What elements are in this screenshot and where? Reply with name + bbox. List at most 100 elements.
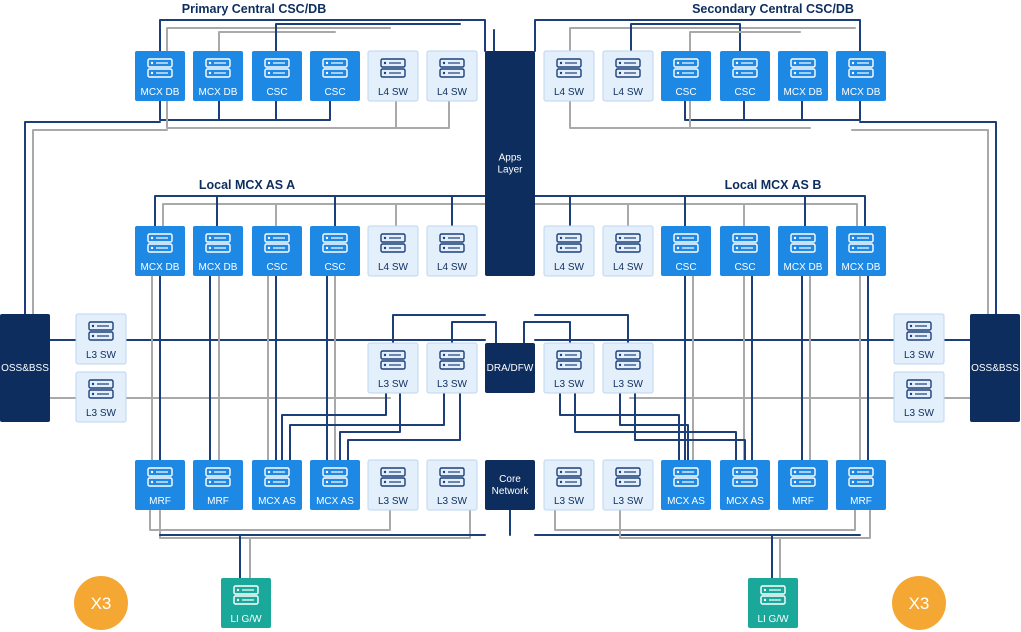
node-a-mrf2[interactable]: MRF [193,460,243,510]
block-dra[interactable]: DRA/DFW [485,343,535,393]
server-icon-s-l4a-led-0 [559,61,563,65]
server-icon-l3-cb [439,350,465,370]
node-b-l3b[interactable]: L3 SW [602,459,654,511]
connection-line-62 [451,321,497,344]
server-icon-l3-left1 [88,321,114,341]
server-icon-b-mrf1-led-0 [793,470,797,474]
node-a-csc2[interactable]: CSC [310,226,360,276]
server-icon-p-csc2-bay-0 [322,58,348,68]
block-label-core-1: Network [492,486,530,497]
node-s-l4a[interactable]: L4 SW [543,50,595,102]
node-a-as1[interactable]: MCX AS [252,460,302,510]
node-b-as2[interactable]: MCX AS [720,460,770,510]
server-icon-b-mrf1 [790,467,816,487]
section-title-secondary: Secondary Central CSC/DB [692,2,854,16]
node-label-a-csc2: CSC [324,262,345,273]
server-icon-l3-right1-led-0 [909,324,913,328]
node-s-db2[interactable]: MCX DB [836,51,886,101]
server-icon-s-csc2-bay-0 [732,58,758,68]
node-p-l4a[interactable]: L4 SW [367,50,419,102]
server-icon-a-db1-led-1 [150,246,154,250]
node-a-csc1[interactable]: CSC [252,226,302,276]
node-label-l3-cd: L3 SW [613,379,644,390]
node-b-as1[interactable]: MCX AS [661,460,711,510]
server-icon-l3-cc-bay-0 [556,350,582,360]
server-icon-l3-left2-bay-1 [88,389,114,399]
block-bg-apps [485,51,535,276]
server-icon-b-l4a-led-1 [559,246,563,250]
server-icon-a-db2-led-1 [208,246,212,250]
node-l3-cb[interactable]: L3 SW [426,342,478,394]
server-icon-l3-cb-bay-0 [439,350,465,360]
server-icon-a-mrf2-bay-0 [205,467,231,477]
server-icon-b-l3b-led-0 [618,470,622,474]
server-icon-a-l4a-led-1 [383,246,387,250]
connection-line-20 [32,129,168,315]
node-s-csc2[interactable]: CSC [720,51,770,101]
server-icon-l3-cc [556,350,582,370]
node-b-l3a[interactable]: L3 SW [543,459,595,511]
node-l3-right1[interactable]: L3 SW [893,313,945,365]
node-b-mrf2[interactable]: MRF [836,460,886,510]
connection-line-71 [574,392,737,461]
server-icon-l3-ca-bay-1 [380,360,406,370]
node-label-l3-cb: L3 SW [437,379,468,390]
node-b-csc1[interactable]: CSC [661,226,711,276]
node-li-right[interactable]: LI G/W [748,578,798,628]
node-p-csc2[interactable]: CSC [310,51,360,101]
node-l3-cd[interactable]: L3 SW [602,342,654,394]
node-l3-right2[interactable]: L3 SW [893,371,945,423]
block-label-oss-left: OSS&BSS [1,363,49,374]
node-label-p-csc2: CSC [324,87,345,98]
node-l3-ca[interactable]: L3 SW [367,342,419,394]
node-a-l4a[interactable]: L4 SW [367,225,419,277]
node-a-l3a[interactable]: L3 SW [367,459,419,511]
connection-line-24 [162,203,486,227]
node-a-l3b[interactable]: L3 SW [426,459,478,511]
node-b-db1[interactable]: MCX DB [778,226,828,276]
connection-line-0 [159,19,486,52]
node-a-mrf1[interactable]: MRF [135,460,185,510]
node-s-db1[interactable]: MCX DB [778,51,828,101]
node-li-left[interactable]: LI G/W [221,578,271,628]
node-p-csc1[interactable]: CSC [252,51,302,101]
server-icon-s-db1-led-1 [793,71,797,75]
node-b-db2[interactable]: MCX DB [836,226,886,276]
server-icon-a-db1-bay-1 [147,243,173,253]
node-l3-left1[interactable]: L3 SW [75,313,127,365]
server-icon-s-csc1-led-1 [676,71,680,75]
server-icon-p-db1 [147,58,173,78]
node-b-l4a[interactable]: L4 SW [543,225,595,277]
node-b-csc2[interactable]: CSC [720,226,770,276]
server-icon-b-l4b-bay-1 [615,243,641,253]
node-p-db2[interactable]: MCX DB [193,51,243,101]
server-icon-li-left-bay-0 [233,585,259,595]
node-a-l4b[interactable]: L4 SW [426,225,478,277]
node-l3-left2[interactable]: L3 SW [75,371,127,423]
node-a-as2[interactable]: MCX AS [310,460,360,510]
server-icon-p-csc2-bay-1 [322,68,348,78]
node-a-db2[interactable]: MCX DB [193,226,243,276]
connection-line-5 [534,19,861,52]
x3-badge-right: X3 [892,576,946,630]
block-oss-right[interactable]: OSS&BSS [970,314,1020,422]
node-b-l4b[interactable]: L4 SW [602,225,654,277]
node-l3-cc[interactable]: L3 SW [543,342,595,394]
server-icon-a-as2-led-0 [325,470,329,474]
block-oss-left[interactable]: OSS&BSS [0,314,50,422]
server-icon-b-csc2 [732,233,758,253]
node-s-l4b[interactable]: L4 SW [602,50,654,102]
node-label-a-l3b: L3 SW [437,496,468,507]
node-p-db1[interactable]: MCX DB [135,51,185,101]
node-label-b-csc1: CSC [675,262,696,273]
server-icon-s-l4a-bay-1 [556,68,582,78]
server-icon-b-as2-led-0 [735,470,739,474]
node-b-mrf1[interactable]: MRF [778,460,828,510]
server-icon-s-csc2-led-1 [735,71,739,75]
node-label-l3-cc: L3 SW [554,379,585,390]
node-s-csc1[interactable]: CSC [661,51,711,101]
node-a-db1[interactable]: MCX DB [135,226,185,276]
node-p-l4b[interactable]: L4 SW [426,50,478,102]
